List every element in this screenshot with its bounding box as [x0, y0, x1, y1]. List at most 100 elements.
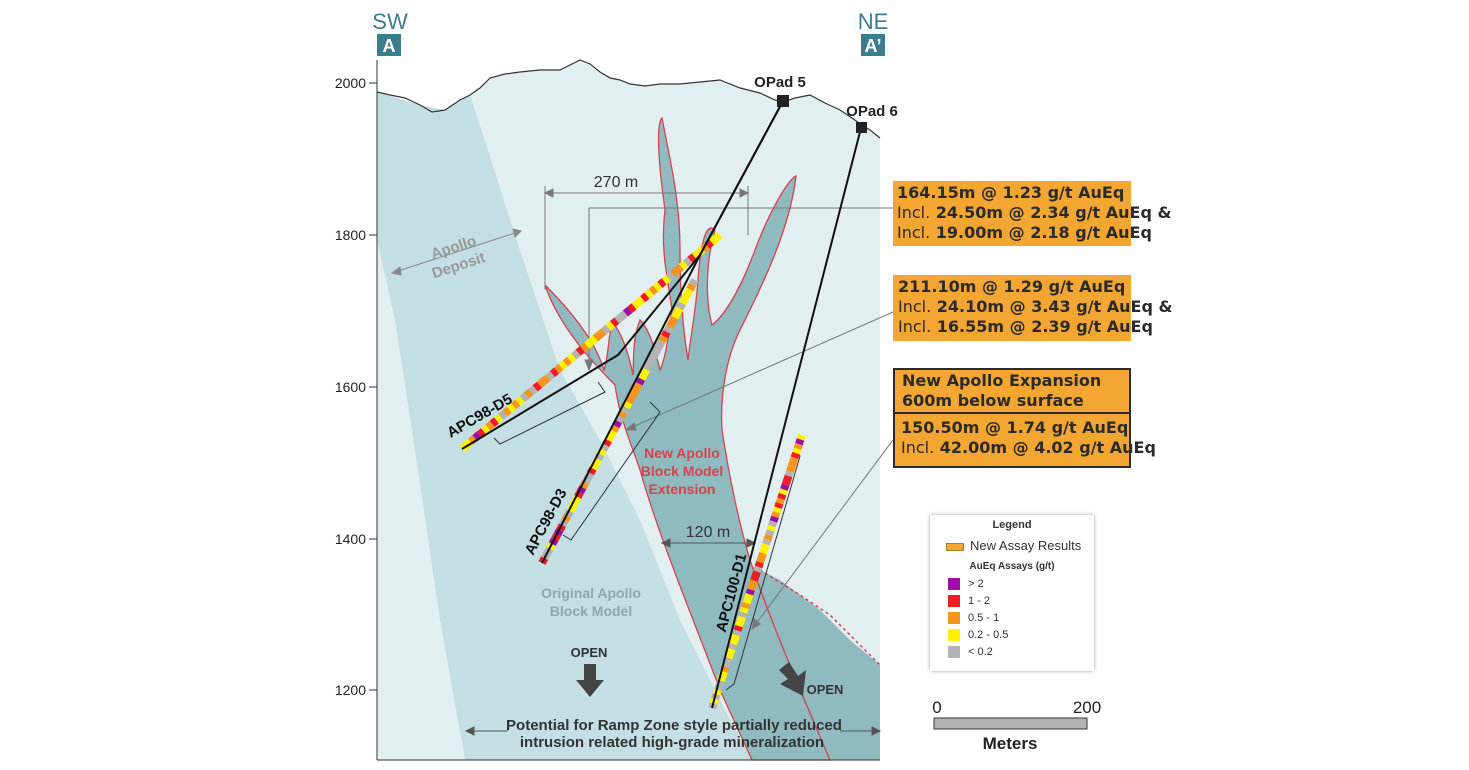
open-diagonal-arrow-icon	[779, 662, 806, 696]
elevation-tick-1800: 1800	[335, 227, 366, 243]
assay-band-apc98-d5	[480, 424, 491, 435]
assay-band-apc98-d5	[485, 420, 495, 431]
assay-band-apc98-d5	[601, 324, 611, 335]
assay-band-apc98-d5	[670, 267, 680, 278]
legend-title: Legend	[992, 519, 1032, 531]
assay-band-apc98-d3	[665, 320, 676, 330]
assay-band-apc98-d5	[498, 410, 508, 420]
original-model-label-2: Block Model	[550, 603, 632, 619]
callout-leader-lines	[584, 207, 894, 631]
section-a-label: A	[383, 36, 396, 56]
assay-band-apc100-d1	[784, 470, 794, 478]
scale-bar-rect	[933, 717, 1088, 730]
assay-band-apc100-d1	[795, 438, 805, 446]
assay-band-apc100-d1	[741, 602, 751, 610]
callout3-incl-value: 42.00m @ 4.02 g/t AuEq	[939, 438, 1156, 457]
callout1-incl2-value: 19.00m @ 2.18 g/t AuEq	[935, 223, 1152, 242]
assay-band-apc100-d1	[772, 506, 782, 514]
assay-band-apc100-d1	[781, 479, 791, 487]
new-model-label-1: New Apollo	[644, 445, 720, 461]
assay-band-apc100-d1	[754, 561, 764, 569]
opad5-marker	[777, 95, 789, 107]
assay-band-apc98-d5	[609, 317, 620, 328]
assay-band-apc100-d1	[747, 583, 757, 591]
assay-band-apc100-d1	[790, 451, 800, 460]
assay-band-apc100-d1	[745, 588, 755, 596]
assay-band-apc98-d3	[576, 485, 587, 495]
opad6-label: OPad 6	[846, 103, 898, 120]
topography-line	[376, 59, 881, 139]
assay-band-apc98-d3	[671, 311, 681, 320]
assay-band-apc98-d3	[673, 306, 684, 315]
assay-band-apc100-d1	[780, 483, 790, 491]
assay-band-apc98-d5	[648, 285, 659, 296]
assay-band-apc98-d5	[558, 360, 568, 371]
assay-band-apc100-d1	[726, 647, 736, 655]
callout2-incl2-value: 16.55m @ 2.39 g/t AuEq	[936, 317, 1153, 336]
callout-box-apc100-d1: New Apollo Expansion 600m below surface …	[893, 368, 1156, 468]
assay-band-apc98-d3	[627, 391, 638, 400]
callout2-line3: Incl. 16.55m @ 2.39 g/t AuEq	[898, 317, 1153, 337]
assay-band-apc98-d5	[532, 381, 542, 392]
assay-band-apc98-d5	[571, 349, 581, 360]
assay-band-apc98-d3	[569, 499, 579, 509]
dimension-270m-label: 270 m	[594, 174, 638, 191]
assay-band-apc100-d1	[783, 474, 793, 482]
assay-band-apc100-d1	[724, 652, 734, 660]
assay-band-apc98-d5	[463, 438, 474, 449]
assay-band-apc100-d1	[789, 456, 799, 464]
assay-band-apc100-d1	[775, 497, 785, 505]
assay-band-apc98-d3	[635, 377, 645, 386]
legend-item-02-05: 0.2 - 0.5	[948, 629, 1008, 642]
assay-band-apc98-d5	[657, 278, 667, 289]
assay-band-apc98-d5	[579, 342, 590, 353]
elevation-tick-1600: 1600	[335, 379, 366, 395]
assay-band-apc98-d5	[665, 271, 676, 281]
assay-band-apc98-d5	[493, 413, 504, 424]
assay-band-apc98-d5	[605, 321, 616, 331]
assay-band-apc100-d1	[774, 501, 784, 510]
elevation-tick-2000: 2000	[335, 75, 366, 91]
callout-box-apc98-d5: 164.15m @ 1.23 g/t AuEq Incl. 24.50m @ 2…	[893, 181, 1171, 246]
elevation-tick-1200: 1200	[335, 682, 366, 698]
assay-band-apc98-d5	[489, 417, 499, 428]
apollo-deposit-zone	[377, 92, 752, 760]
callout3-incl-label: Incl.	[901, 438, 935, 457]
potential-text-line-2: intrusion related high-grade mineralizat…	[520, 734, 824, 751]
assay-band-apc98-d3	[561, 513, 572, 523]
scale-unit-label: Meters	[983, 734, 1038, 753]
assay-band-apc100-d1	[757, 552, 767, 560]
assay-band-apc98-d3	[653, 344, 663, 353]
assay-band-apc100-d1	[736, 615, 746, 623]
callout2-incl-value: 24.10m @ 3.43 g/t AuEq &	[936, 297, 1173, 316]
assay-band-apc98-d3	[643, 362, 653, 372]
assay-band-apc98-d3	[645, 358, 656, 367]
assay-band-apc98-d5	[695, 246, 706, 256]
elevation-ticks	[369, 82, 377, 691]
assay-band-apc98-d5	[541, 374, 551, 385]
assay-band-apc98-d3	[563, 509, 574, 518]
assay-band-apc98-d3	[581, 476, 592, 485]
assay-band-apc98-d5	[597, 328, 607, 338]
assay-band-apc98-d5	[635, 296, 646, 306]
callout2-incl2-label: Incl.	[898, 317, 932, 336]
dimension-120m	[660, 538, 757, 548]
legend-label-1-2: 1 - 2	[968, 595, 991, 607]
assay-band-apc98-d3	[683, 287, 694, 297]
assay-band-apc98-d5	[644, 288, 654, 299]
callout2-line2: Incl. 24.10m @ 3.43 g/t AuEq &	[898, 297, 1172, 317]
swatch-gt2	[948, 578, 960, 591]
assay-band-apc100-d1	[766, 524, 776, 532]
assay-band-apc98-d5	[640, 292, 650, 303]
legend-item-1-2: 1 - 2	[948, 595, 991, 608]
assay-band-apc98-d5	[584, 338, 594, 349]
opad6-marker	[856, 122, 867, 133]
assay-band-apc98-d5	[713, 231, 723, 242]
legend-new-assay: New Assay Results	[946, 538, 1081, 553]
swatch-1-2	[948, 595, 960, 608]
assay-band-apc100-d1	[759, 547, 769, 555]
open-label-left: OPEN	[571, 645, 608, 660]
section-a-marker	[377, 34, 401, 56]
legend-item-gt2: > 2	[948, 578, 984, 591]
assay-band-apc100-d1	[771, 511, 781, 519]
